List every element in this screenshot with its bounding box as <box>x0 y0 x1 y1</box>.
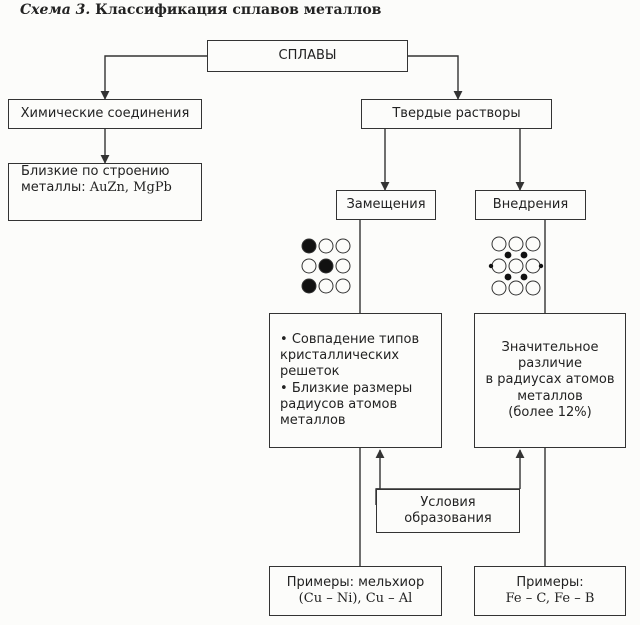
close-structure-line2: металлы: AuZn, MgPb <box>21 180 172 196</box>
substitution-lattice-icon <box>301 238 351 294</box>
sub-condition-1-line3: решеток <box>280 364 340 380</box>
node-substitution-conditions: Совпадение типов кристаллических решеток… <box>269 313 442 448</box>
int-examples-line2: Fe – C, Fe – B <box>505 591 595 606</box>
scheme-number: Схема 3. <box>20 2 91 18</box>
arrow-alloys-to-solid <box>408 55 463 100</box>
node-solid-solutions: Твердые растворы <box>361 99 552 129</box>
int-condition-line1: Значительное <box>501 339 599 355</box>
node-interstitial-conditions: Значительное различие в радиусах атомов … <box>474 313 626 448</box>
int-condition-line5: (более 12%) <box>508 404 592 420</box>
node-close-structure: Близкие по строению металлы: AuZn, MgPb <box>8 163 202 221</box>
sub-condition-2-line2: радиусов атомов <box>280 396 398 412</box>
interstitial-lattice-icon <box>488 236 544 296</box>
arrow-alloys-to-chemical <box>100 55 207 100</box>
formation-line2: образования <box>404 511 492 526</box>
title-text: Классификация сплавов металлов <box>95 2 382 18</box>
node-formation-conditions: Условия образования <box>376 489 520 533</box>
close-structure-prefix: металлы: <box>21 180 90 196</box>
diagram-title: Схема 3. Классификация сплавов металлов <box>20 2 620 18</box>
sub-examples-line1: Примеры: мельхиор <box>286 574 425 590</box>
formation-line1: Условия <box>420 494 476 510</box>
node-substitution: Замещения <box>336 190 436 220</box>
node-alloys: СПЛАВЫ <box>207 40 408 72</box>
int-condition-line2: различие <box>517 356 583 372</box>
sub-condition-1-line2: кристаллических <box>280 348 400 363</box>
sub-examples-line2: (Cu – Ni), Cu – Al <box>298 591 413 606</box>
sub-condition-1-line1: Совпадение типов <box>280 332 419 348</box>
sub-condition-2-line1: Близкие размеры <box>280 381 412 397</box>
node-interstitial-examples: Примеры: Fe – C, Fe – B <box>474 566 626 616</box>
node-interstitial: Внедрения <box>475 190 586 220</box>
node-chemical-compounds: Химические соединения <box>8 99 202 129</box>
int-condition-line4: металлов <box>517 388 583 404</box>
close-structure-examples: AuZn, MgPb <box>89 180 172 196</box>
int-condition-line3: в радиусах атомов <box>485 372 615 388</box>
close-structure-line1: Близкие по строению <box>21 164 170 179</box>
int-examples-line1: Примеры: <box>516 574 584 590</box>
sub-condition-2-line3: металлов <box>280 413 346 428</box>
node-substitution-examples: Примеры: мельхиор (Cu – Ni), Cu – Al <box>269 566 442 616</box>
